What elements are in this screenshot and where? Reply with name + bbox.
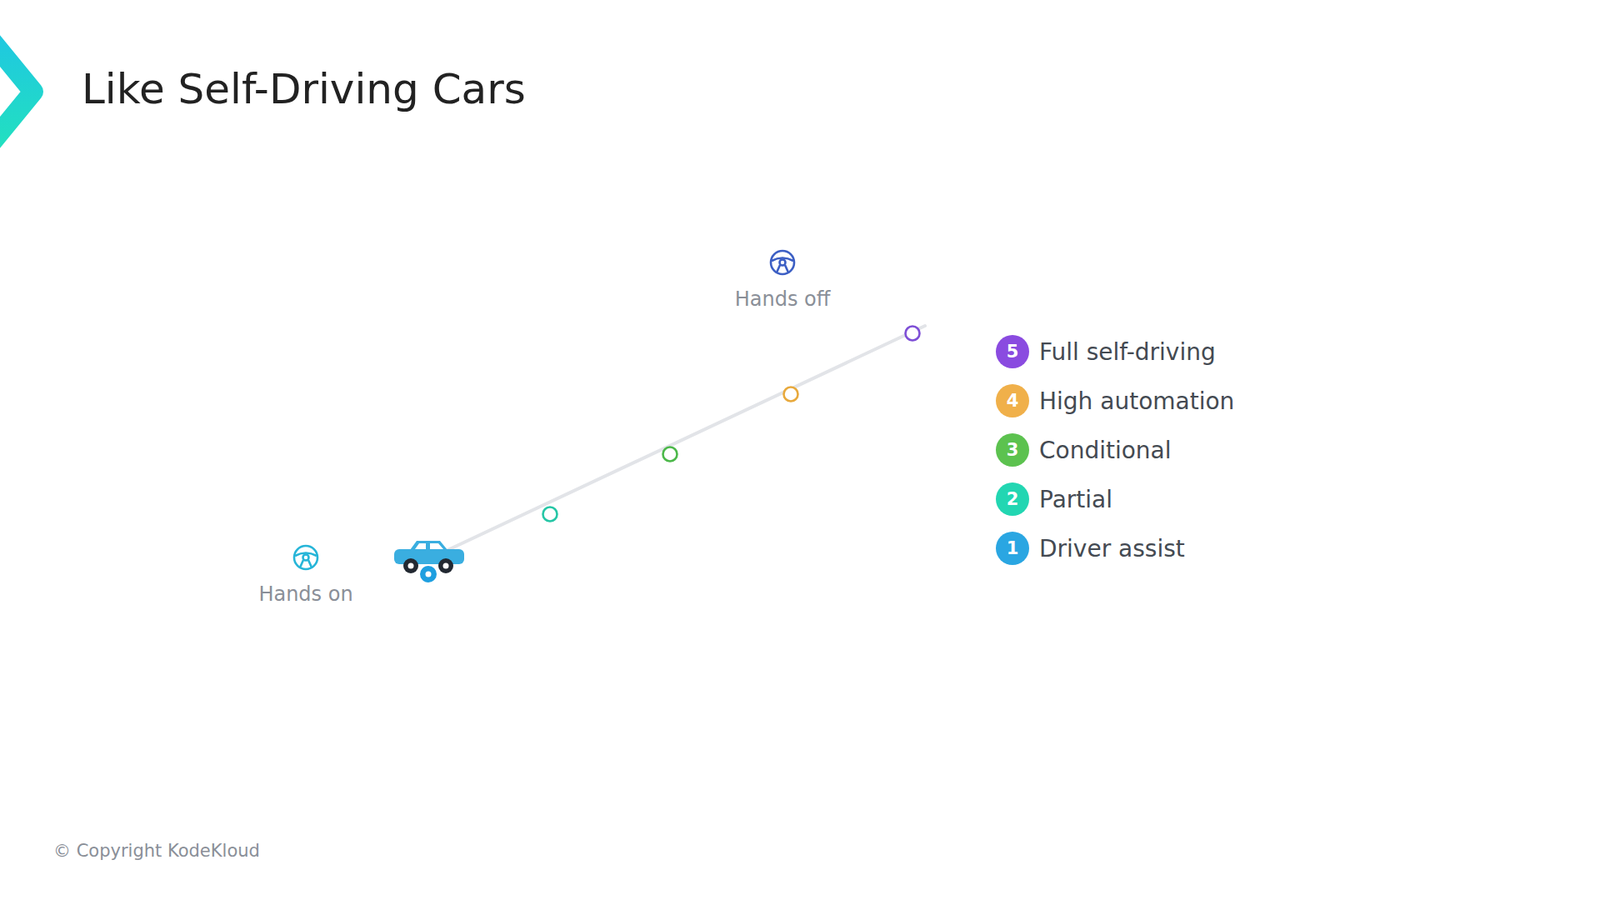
progress-track bbox=[428, 325, 925, 560]
level-badge: 2 bbox=[995, 482, 1030, 516]
level-dot bbox=[663, 447, 678, 462]
level-badge: 3 bbox=[995, 433, 1030, 467]
level-number: 3 bbox=[995, 433, 1030, 467]
level-dot bbox=[543, 507, 558, 522]
hands-label: Hands on bbox=[258, 582, 353, 606]
level-dot bbox=[784, 387, 799, 402]
level-dot bbox=[905, 326, 920, 341]
corner-chevron bbox=[0, 36, 34, 147]
slide-title: Like Self-Driving Cars bbox=[81, 65, 526, 114]
level-number: 4 bbox=[995, 384, 1030, 418]
level-number: 1 bbox=[995, 531, 1030, 565]
hands-label: Hands off bbox=[735, 287, 831, 311]
legend-text: Conditional bbox=[1039, 436, 1172, 465]
level-badge: 1 bbox=[995, 531, 1030, 565]
steering-wheel-icon bbox=[770, 250, 795, 275]
legend-text: High automation bbox=[1039, 387, 1235, 415]
legend-text: Driver assist bbox=[1039, 535, 1185, 563]
level-number: 5 bbox=[995, 335, 1030, 369]
copyright-note: © Copyright KodeKloud bbox=[53, 840, 260, 861]
steering-wheel-icon bbox=[294, 545, 318, 570]
level-badge: 4 bbox=[995, 384, 1030, 418]
car-icon bbox=[394, 540, 465, 584]
legend-text: Full self-driving bbox=[1039, 338, 1216, 366]
level-number: 2 bbox=[995, 482, 1030, 516]
level-badge: 5 bbox=[995, 335, 1030, 369]
legend-text: Partial bbox=[1039, 485, 1113, 514]
